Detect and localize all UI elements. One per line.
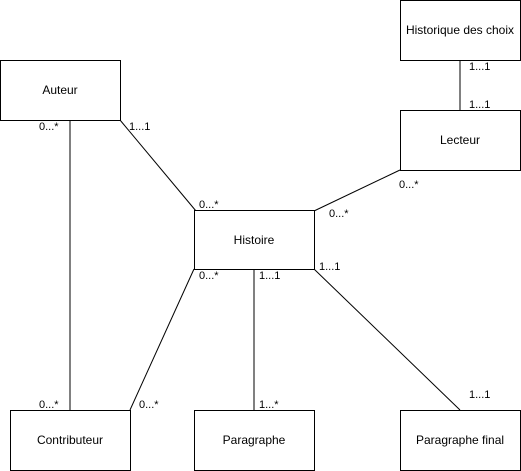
mult-histoire-final: 1...1 — [319, 261, 340, 273]
mult-auteur-histoire-top: 1...1 — [129, 121, 150, 133]
entity-historique-des-choix[interactable]: Historique des choix — [400, 0, 521, 61]
entity-paragraphe-final-label: Paragraphe final — [416, 433, 504, 447]
mult-contrib-histoire: 0...* — [139, 399, 159, 411]
edge-lecteur-histoire — [313, 169, 401, 212]
entity-paragraphe-label: Paragraphe — [223, 433, 286, 447]
entity-contributeur-label: Contributeur — [37, 433, 103, 447]
mult-historique-lecteur-bottom: 1...1 — [469, 99, 490, 111]
entity-paragraphe[interactable]: Paragraphe — [194, 410, 315, 471]
mult-histoire-contrib: 0...* — [199, 270, 219, 282]
entity-histoire-label: Histoire — [234, 233, 275, 247]
mult-paragraphe-histoire: 1...* — [259, 399, 279, 411]
mult-final-histoire: 1...1 — [469, 389, 490, 401]
entity-historique-label: Historique des choix — [406, 23, 514, 37]
mult-histoire-paragraphe: 1...1 — [259, 270, 280, 282]
entity-lecteur[interactable]: Lecteur — [400, 110, 521, 171]
edge-histoire-paragraphe-final — [313, 268, 461, 411]
entity-lecteur-label: Lecteur — [440, 133, 480, 147]
mult-histoire-lecteur: 0...* — [329, 208, 349, 220]
entity-paragraphe-final[interactable]: Paragraphe final — [400, 410, 521, 471]
mult-contrib-auteur-bottom: 0...* — [39, 399, 59, 411]
entity-histoire[interactable]: Histoire — [194, 210, 315, 270]
mult-historique-lecteur-top: 1...1 — [469, 61, 490, 73]
entity-contributeur[interactable]: Contributeur — [10, 410, 131, 471]
entity-auteur[interactable]: Auteur — [0, 60, 121, 121]
mult-histoire-auteur: 0...* — [199, 199, 219, 211]
mult-lecteur-histoire-top: 0...* — [399, 179, 419, 191]
entity-auteur-label: Auteur — [42, 83, 77, 97]
edge-auteur-histoire — [119, 119, 197, 212]
mult-auteur-contrib-top: 0...* — [39, 121, 59, 133]
edge-histoire-contributeur — [129, 268, 195, 411]
